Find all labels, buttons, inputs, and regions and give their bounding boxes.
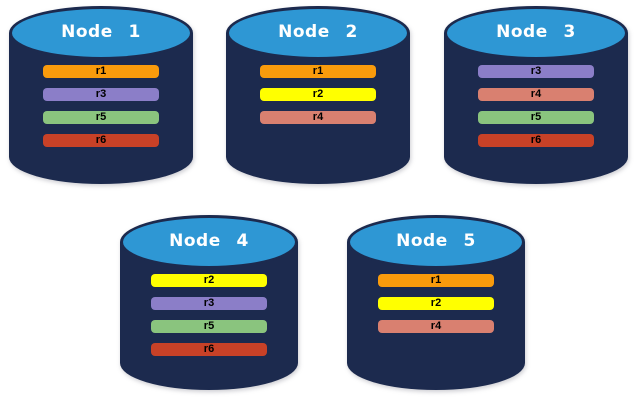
node-2: Node 2 r1 r2 r4 [226,6,410,184]
replica-bar-r2: r2 [260,88,376,101]
node-2-replica-list: r1 r2 r4 [260,65,376,134]
node-2-title: Node 2 [278,22,358,42]
node-4-cylinder-top: Node 4 [120,215,298,269]
replica-bar-r1: r1 [43,65,159,78]
replica-bar-r3: r3 [151,297,267,310]
replica-bar-r5: r5 [151,320,267,333]
node-4-replica-list: r2 r3 r5 r6 [151,274,267,366]
node-3-title: Node 3 [496,22,576,42]
replica-bar-r3: r3 [478,65,594,78]
node-1-cylinder-top: Node 1 [9,6,193,60]
replica-bar-r6: r6 [151,343,267,356]
replica-bar-r4: r4 [378,320,494,333]
replica-bar-r2: r2 [151,274,267,287]
node-3: Node 3 r3 r4 r5 r6 [444,6,628,184]
node-3-replica-list: r3 r4 r5 r6 [478,65,594,157]
replica-bar-r1: r1 [378,274,494,287]
replica-bar-r5: r5 [43,111,159,124]
replica-bar-r5: r5 [478,111,594,124]
node-1-replica-list: r1 r3 r5 r6 [43,65,159,157]
node-2-cylinder-top: Node 2 [226,6,410,60]
replica-bar-r4: r4 [260,111,376,124]
node-1: Node 1 r1 r3 r5 r6 [9,6,193,184]
replica-bar-r6: r6 [478,134,594,147]
node-4: Node 4 r2 r3 r5 r6 [120,215,298,390]
node-3-cylinder-top: Node 3 [444,6,628,60]
node-4-title: Node 4 [169,231,249,251]
node-5: Node 5 r1 r2 r4 [347,215,525,390]
replica-bar-r2: r2 [378,297,494,310]
replica-bar-r4: r4 [478,88,594,101]
replica-bar-r3: r3 [43,88,159,101]
replica-bar-r1: r1 [260,65,376,78]
replica-bar-r6: r6 [43,134,159,147]
node-1-title: Node 1 [61,22,141,42]
node-5-title: Node 5 [396,231,476,251]
node-5-replica-list: r1 r2 r4 [378,274,494,343]
node-5-cylinder-top: Node 5 [347,215,525,269]
